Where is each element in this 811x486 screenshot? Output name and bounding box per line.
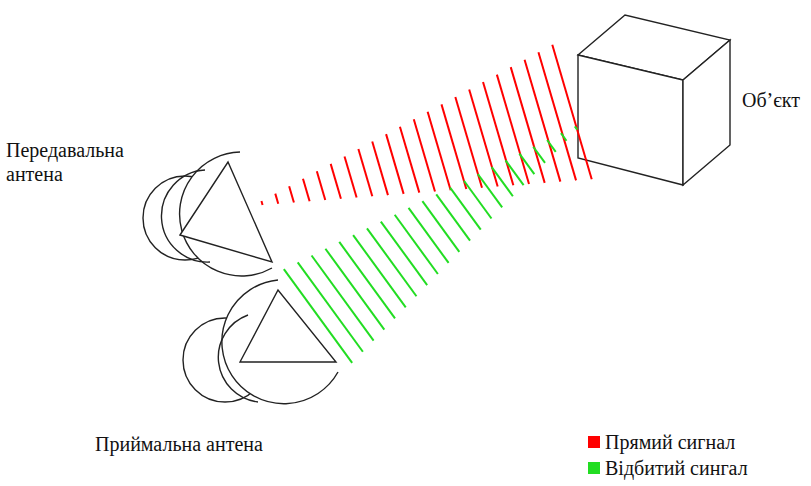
legend-item: Прямий сигнал: [588, 430, 735, 454]
antenna-horn: [222, 280, 338, 404]
wave-stroke: [422, 201, 459, 252]
wave-stroke: [372, 142, 388, 196]
wave-stroke: [441, 104, 466, 189]
legend-item: Відбитий сингал: [588, 456, 748, 480]
antenna-label: Приймальна антена: [95, 432, 263, 456]
wave-stroke: [436, 194, 470, 240]
legend-text: Відбитий сингал: [605, 456, 748, 480]
wave-stroke: [575, 126, 577, 129]
wave-stroke: [547, 140, 556, 152]
wave-stroke: [261, 201, 262, 205]
legend-swatch: [588, 462, 600, 474]
wave-stroke: [325, 249, 384, 330]
antenna-horn: [180, 152, 272, 276]
wave-stroke: [289, 186, 294, 202]
wave-stroke: [533, 147, 545, 163]
wave-stroke: [400, 127, 419, 193]
wave-stroke: [525, 60, 561, 182]
wave-stroke: [358, 149, 372, 196]
antenna-label: Об’єкт: [742, 88, 800, 112]
wave-stroke: [409, 208, 449, 263]
antenna-label: Передавальна антена: [6, 138, 146, 186]
wave-stroke: [275, 194, 278, 204]
wave-stroke: [552, 45, 591, 179]
wave-stroke: [492, 167, 513, 196]
cube-front: [578, 55, 683, 185]
antenna-triangle: [240, 290, 336, 362]
wave-stroke: [317, 171, 325, 200]
wave-stroke: [414, 119, 435, 191]
wave-stroke: [303, 179, 310, 201]
wave-stroke: [519, 154, 534, 174]
wave-stroke: [561, 133, 566, 141]
wave-stroke: [331, 164, 341, 199]
wave-stroke: [478, 174, 502, 207]
wave-stroke: [298, 262, 363, 351]
antenna-triangle: [180, 162, 272, 262]
wave-stroke: [450, 188, 481, 230]
wave-stroke: [511, 67, 545, 183]
legend-swatch: [588, 436, 600, 448]
wave-stroke: [395, 215, 438, 274]
wave-stroke: [345, 156, 357, 197]
wave-stroke: [312, 256, 374, 341]
wave-stroke: [497, 75, 529, 184]
reflected-wave: [284, 126, 577, 362]
wave-stroke: [483, 82, 513, 185]
cube-side: [683, 40, 730, 185]
direct-wave: [261, 45, 591, 205]
wave-stroke: [469, 89, 497, 186]
wave-stroke: [386, 134, 404, 194]
wave-stroke: [506, 160, 524, 185]
wave-stroke: [381, 222, 427, 286]
legend-text: Прямий сигнал: [605, 430, 735, 454]
wave-stroke: [367, 228, 416, 296]
wave-stroke: [284, 269, 352, 363]
